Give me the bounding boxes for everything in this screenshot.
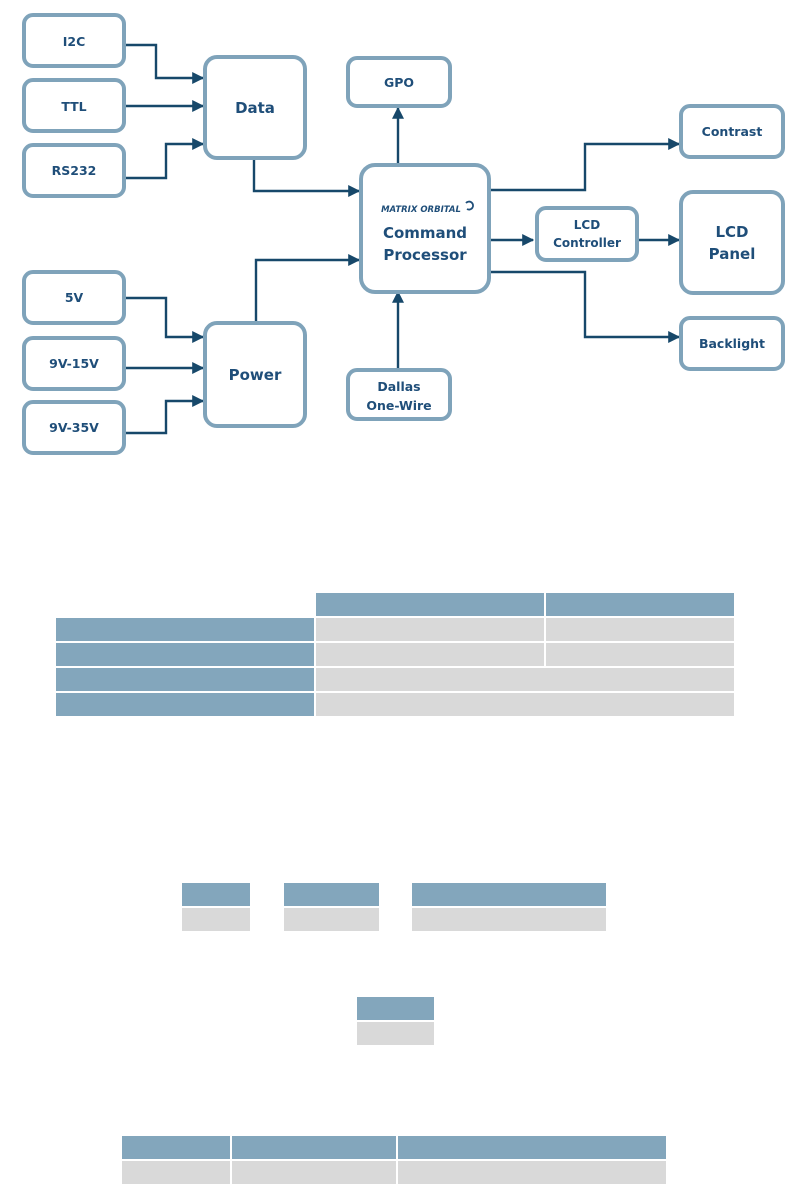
- table-cell: [398, 1161, 666, 1184]
- svg-text:9V-15V: 9V-15V: [49, 356, 99, 371]
- svg-text:Data: Data: [235, 99, 275, 117]
- svg-text:Power: Power: [229, 366, 282, 384]
- table-header-cell: [182, 883, 250, 906]
- svg-text:Panel: Panel: [709, 245, 756, 263]
- table-cell: [284, 908, 379, 931]
- table-row: [56, 618, 734, 641]
- spec-table-4: [120, 1134, 668, 1186]
- node-i2c: I2C: [22, 13, 126, 68]
- node-gpo: GPO: [346, 56, 452, 108]
- svg-text:Backlight: Backlight: [699, 336, 765, 351]
- table-header-cell: [316, 593, 544, 616]
- svg-text:Command: Command: [383, 224, 467, 242]
- wire-9v35-power: [124, 395, 205, 435]
- table-row-header: [56, 693, 314, 716]
- table-row: [122, 1161, 666, 1184]
- table-cell: [232, 1161, 396, 1184]
- wire-i2c-data: [124, 43, 205, 84]
- svg-text:I2C: I2C: [63, 34, 86, 49]
- svg-text:One-Wire: One-Wire: [366, 398, 431, 413]
- spec-table-1: [54, 591, 736, 718]
- table-cell: [546, 618, 734, 641]
- node-dallas-one-wire: Dallas One-Wire: [346, 368, 452, 421]
- table-row: [357, 997, 434, 1020]
- table-cell: [316, 693, 734, 716]
- svg-text:9V-35V: 9V-35V: [49, 420, 99, 435]
- svg-text:Controller: Controller: [553, 236, 621, 250]
- table-header-cell: [398, 1136, 666, 1159]
- connectors: [124, 43, 681, 435]
- node-ttl: TTL: [22, 78, 126, 133]
- table-row-header: [56, 668, 314, 691]
- table-row-header: [56, 618, 314, 641]
- table-cell: [357, 1022, 434, 1045]
- table-header-cell: [546, 593, 734, 616]
- node-9v-15v: 9V-15V: [22, 336, 126, 391]
- table-cell: [546, 643, 734, 666]
- table-corner: [56, 593, 314, 616]
- node-rs232: RS232: [22, 143, 126, 198]
- svg-text:LCD: LCD: [574, 218, 600, 232]
- table-row: [56, 668, 734, 691]
- node-backlight: Backlight: [679, 316, 785, 371]
- wire-command-contrast: [490, 138, 681, 192]
- node-lcd-panel: LCD Panel: [679, 190, 785, 295]
- table-row: [357, 1022, 434, 1045]
- matrix-orbital-logo: MATRIX ORBITAL: [381, 205, 461, 215]
- wire-data-command: [252, 158, 361, 197]
- wire-rs232-data: [124, 138, 205, 180]
- table-row: [182, 908, 606, 931]
- table-row-header: [56, 643, 314, 666]
- node-9v-35v: 9V-35V: [22, 400, 126, 455]
- table-cell: [122, 1161, 230, 1184]
- table-cell: [316, 643, 544, 666]
- table-cell: [316, 668, 734, 691]
- node-contrast: Contrast: [679, 104, 785, 159]
- node-power: Power: [203, 321, 307, 428]
- logo-swoosh-icon: [465, 200, 474, 211]
- svg-text:5V: 5V: [65, 290, 84, 305]
- svg-text:GPO: GPO: [384, 75, 414, 90]
- block-diagram: I2C TTL RS232 Data 5V 9V-15V 9V-35V Powe…: [22, 13, 785, 455]
- svg-text:TTL: TTL: [61, 99, 86, 114]
- node-command-processor: MATRIX ORBITAL Command Processor: [359, 163, 491, 294]
- table-header-cell: [232, 1136, 396, 1159]
- wire-power-command: [254, 254, 361, 322]
- table-header-cell: [122, 1136, 230, 1159]
- spec-table-2: [180, 881, 608, 933]
- table-header-cell: [284, 883, 379, 906]
- node-5v: 5V: [22, 270, 126, 325]
- table-cell: [412, 908, 606, 931]
- svg-text:RS232: RS232: [52, 163, 97, 178]
- table-row: [56, 593, 734, 616]
- table-cell: [316, 618, 544, 641]
- table-row: [182, 883, 606, 906]
- node-data: Data: [203, 55, 307, 160]
- table-header-cell: [412, 883, 606, 906]
- node-lcd-controller: LCD Controller: [535, 206, 639, 262]
- svg-text:LCD: LCD: [715, 223, 748, 241]
- wire-command-backlight: [490, 270, 681, 343]
- table-cell: [182, 908, 250, 931]
- spec-table-3: [355, 995, 436, 1047]
- svg-text:Dallas: Dallas: [377, 379, 420, 394]
- table-row: [122, 1136, 666, 1159]
- table-row: [56, 693, 734, 716]
- table-header-cell: [357, 997, 434, 1020]
- wire-5v-power: [124, 296, 205, 343]
- svg-text:Processor: Processor: [383, 246, 467, 264]
- svg-text:Contrast: Contrast: [702, 124, 763, 139]
- table-row: [56, 643, 734, 666]
